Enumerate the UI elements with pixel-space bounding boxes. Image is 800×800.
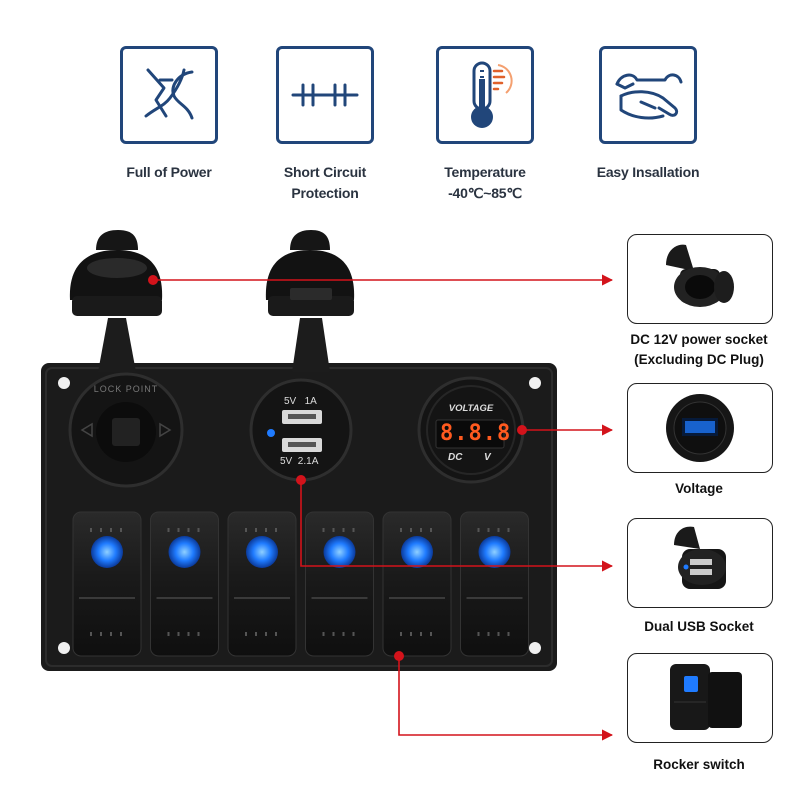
voltmeter-photo (666, 394, 734, 462)
arrow-rocker (398, 656, 614, 741)
wrench-hand-icon-box (599, 46, 697, 144)
rocker-switch[interactable] (382, 511, 452, 657)
lock-point-socket (68, 372, 184, 488)
callout-label: DC 12V power socket (630, 332, 768, 347)
feature-label: Temperature (444, 164, 526, 180)
callout-label-line2: (Excluding DC Plug) (634, 352, 764, 367)
thumb-power-socket (627, 234, 773, 324)
rocker-switches (72, 511, 529, 657)
rocker-switch[interactable] (150, 511, 219, 657)
thermometer-icon (471, 61, 513, 128)
callout-voltage: Voltage (675, 481, 723, 496)
rocker-switch[interactable] (72, 511, 142, 657)
rocker-switch[interactable] (227, 511, 297, 657)
feature-label: Easy Insallation (596, 164, 700, 180)
feature-full-of-power: Full of Power (89, 46, 249, 183)
voltmeter-dc-label: DC (448, 452, 463, 463)
callout-usb: Dual USB Socket (644, 619, 754, 634)
usb-top-rating: 5V 1A (284, 396, 317, 407)
rocker-switch[interactable] (305, 511, 374, 657)
feature-label-line2: -40℃~85℃ (448, 185, 522, 201)
voltmeter-v-label: V (484, 452, 491, 463)
rocker-led-icon (91, 536, 123, 568)
feature-easy-installation: Easy Insallation (568, 46, 728, 183)
usb-led (267, 429, 275, 437)
short-circuit-icon-box (276, 46, 374, 144)
voltmeter-title: VOLTAGE (448, 403, 494, 414)
thumb-usb (627, 518, 773, 608)
thumb-voltage (627, 383, 773, 473)
thumb-rocker (627, 653, 773, 743)
feature-label-line2: Protection (291, 185, 359, 201)
feature-label: Short Circuit (283, 164, 367, 180)
power-icon-box (120, 46, 218, 144)
power-socket-photo (666, 244, 734, 307)
short-circuit-icon (291, 83, 359, 107)
usb-socket-cap (265, 230, 355, 372)
voltmeter-reading: 8.8.8 (440, 421, 512, 446)
callout-power-socket: DC 12V power socket (Excluding DC Plug) (599, 330, 799, 370)
lock-point-label: LOCK POINT (93, 384, 159, 394)
usb-bottom-rating: 5V 2.1A (280, 456, 319, 467)
thermometer-icon-box (436, 46, 534, 144)
rocker-led-icon (401, 536, 433, 568)
voltmeter (417, 376, 525, 484)
power-icon (144, 68, 194, 120)
rocker-led-icon (323, 536, 356, 568)
power-socket-cap (69, 230, 163, 372)
screw-hole (58, 377, 541, 654)
rocker-switch[interactable] (460, 511, 529, 657)
feature-temperature: Temperature -40℃~85℃ (405, 46, 565, 204)
feature-label: Full of Power (126, 164, 212, 180)
rocker-led-icon (478, 536, 511, 568)
feature-short-circuit: Short Circuit Protection (245, 46, 405, 204)
callout-rocker: Rocker switch (653, 757, 745, 772)
rocker-led-icon (246, 536, 278, 568)
dual-usb-socket (249, 378, 353, 482)
arrow-usb (300, 480, 614, 572)
usb-socket-photo (674, 526, 726, 589)
wrench-hand-icon (615, 73, 683, 120)
rocker-switch-photo (670, 664, 742, 730)
rocker-led-icon (168, 536, 201, 568)
